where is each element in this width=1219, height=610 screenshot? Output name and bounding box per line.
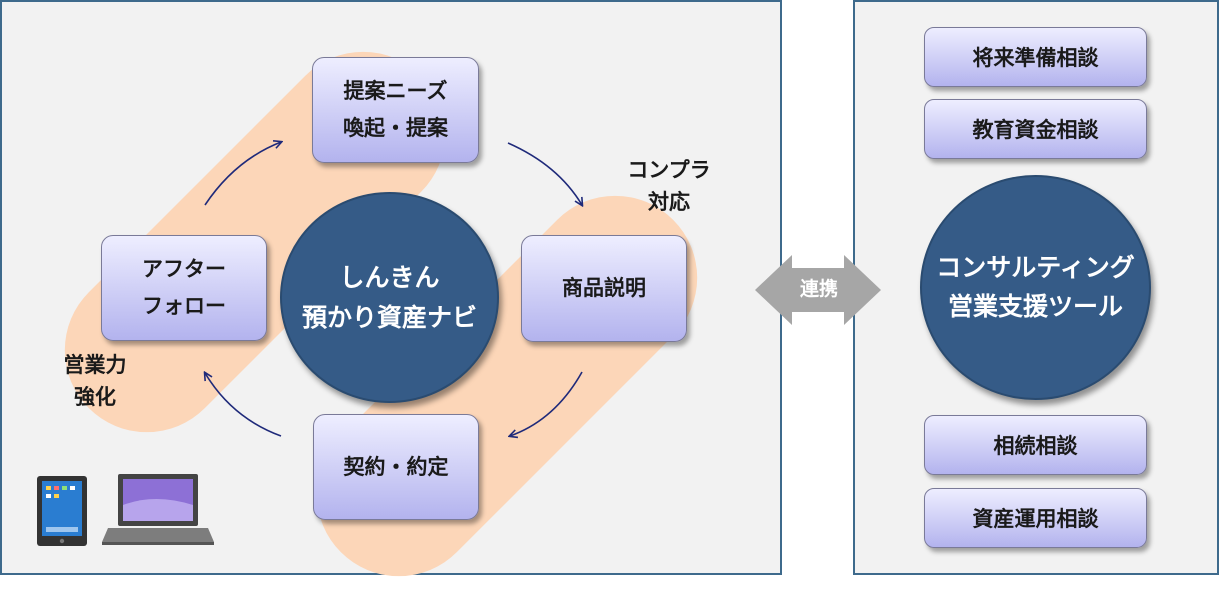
- tool-line-1: コンサルティング: [936, 252, 1135, 282]
- cycle-arrows: [37, 0, 881, 546]
- arrow-product-to-contract: [510, 371, 583, 436]
- step-proposal-box: 提案ニーズ 喚起・提案: [312, 57, 479, 163]
- step-proposal-line-2: 喚起・提案: [343, 116, 448, 140]
- step-after-box: アフター フォロー: [101, 235, 267, 341]
- arrow-contract-to-after: [205, 373, 282, 437]
- step-contract-box: 契約・約定: [313, 414, 479, 520]
- tablet-icon: [37, 476, 87, 546]
- laptop-icon: [102, 474, 214, 545]
- sales-line-1: 営業力: [63, 353, 127, 377]
- step-product-label: 商品説明: [562, 276, 646, 301]
- sales-line-2: 強化: [74, 384, 116, 409]
- link-label: 連携: [799, 278, 838, 300]
- sales-label: 営業力 強化: [40, 350, 150, 413]
- step-after-line-1: アフター: [142, 257, 226, 282]
- compliance-line-2: 対応: [648, 189, 690, 214]
- compliance-label: コンプラ 対応: [614, 155, 724, 218]
- consult-education-fund: 教育資金相談: [924, 99, 1147, 159]
- compliance-line-1: コンプラ: [627, 158, 711, 182]
- step-contract-label: 契約・約定: [343, 454, 449, 479]
- arrow-proposal-to-product: [507, 142, 582, 205]
- center-line-2: 預かり資産ナビ: [301, 302, 477, 332]
- step-product-box: 商品説明: [521, 235, 687, 342]
- step-after-line-2: フォロー: [142, 294, 226, 318]
- center-circle: しんきん 預かり資産ナビ: [280, 192, 499, 403]
- arrow-after-to-proposal: [204, 142, 281, 206]
- tool-line-2: 営業支援ツール: [947, 291, 1123, 321]
- consulting-tool-circle: コンサルティング 営業支援ツール: [920, 175, 1151, 400]
- consult-future-prep: 将来準備相談: [924, 27, 1147, 87]
- consult-inheritance: 相続相談: [924, 415, 1147, 475]
- consult-asset-management: 資産運用相談: [924, 488, 1147, 548]
- link-double-arrow: [755, 255, 881, 325]
- step-proposal-line-1: 提案ニーズ: [343, 79, 448, 104]
- center-line-1: しんきん: [339, 262, 440, 292]
